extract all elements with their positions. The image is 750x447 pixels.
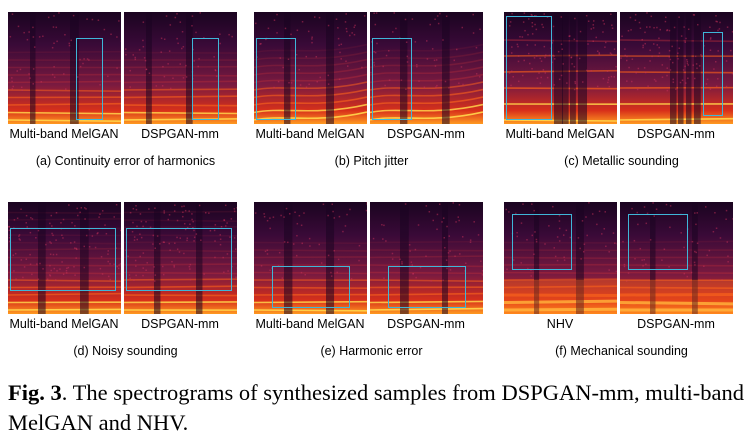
highlight-box: [512, 214, 572, 270]
spectrogram-a-right: [124, 12, 237, 124]
highlight-box: [703, 32, 723, 116]
subfigure-caption: (b) Pitch jitter: [334, 154, 409, 168]
spectrogram-b-left: [254, 12, 367, 124]
panel-d: Multi-band MelGAN DSPGAN-mm (d) Noisy so…: [8, 202, 243, 372]
highlight-box: [628, 214, 688, 270]
spectrogram-label: DSPGAN-mm: [637, 317, 715, 331]
spectrogram-label: NHV: [546, 317, 574, 331]
subfigure-caption: (e) Harmonic error: [320, 344, 423, 358]
panel-f: NHV DSPGAN-mm (f) Mechanical sounding: [504, 202, 739, 372]
spectrogram-c-right: [620, 12, 733, 124]
spectrogram-label: Multi-band MelGAN: [255, 127, 365, 141]
highlight-box: [272, 266, 350, 308]
spectrogram-d-left: [8, 202, 121, 314]
spectrogram-b-right: [370, 12, 483, 124]
spectrogram-label: Multi-band MelGAN: [9, 317, 119, 331]
spectrogram-label: DSPGAN-mm: [141, 127, 219, 141]
spectrogram-label: DSPGAN-mm: [141, 317, 219, 331]
spectrogram-label: DSPGAN-mm: [637, 127, 715, 141]
spectrogram-f-left: [504, 202, 617, 314]
subfigure-caption: (d) Noisy sounding: [73, 344, 178, 358]
highlight-box: [372, 38, 412, 120]
subfigure-caption: (f) Mechanical sounding: [555, 344, 688, 358]
spectrogram-e-left: [254, 202, 367, 314]
panel-a: Multi-band MelGAN DSPGAN-mm (a) Continui…: [8, 12, 243, 182]
panel-b: Multi-band MelGAN DSPGAN-mm (b) Pitch ji…: [254, 12, 489, 182]
spectrogram-label: Multi-band MelGAN: [255, 317, 365, 331]
highlight-box: [506, 16, 552, 120]
spectrogram-label: DSPGAN-mm: [387, 317, 465, 331]
caption-text: . The spectrograms of synthesized sample…: [8, 380, 744, 435]
highlight-box: [126, 228, 232, 291]
spectrogram-c-left: [504, 12, 617, 124]
highlight-box: [10, 228, 116, 291]
highlight-box: [192, 38, 219, 120]
subfigure-caption: (c) Metallic sounding: [564, 154, 679, 168]
spectrogram-f-right: [620, 202, 733, 314]
figure-caption: Fig. 3. The spectrograms of synthesized …: [8, 378, 744, 438]
highlight-box: [256, 38, 296, 120]
spectrogram-d-right: [124, 202, 237, 314]
subfigure-caption: (a) Continuity error of harmonics: [35, 154, 216, 168]
spectrogram-label: DSPGAN-mm: [387, 127, 465, 141]
highlight-box: [388, 266, 466, 308]
spectrogram-label: Multi-band MelGAN: [505, 127, 615, 141]
spectrogram-e-right: [370, 202, 483, 314]
panel-c: Multi-band MelGAN DSPGAN-mm (c) Metallic…: [504, 12, 739, 182]
spectrogram-label: Multi-band MelGAN: [9, 127, 119, 141]
figure-number: Fig. 3: [8, 380, 62, 405]
spectrogram-a-left: [8, 12, 121, 124]
highlight-box: [76, 38, 103, 120]
panel-e: Multi-band MelGAN DSPGAN-mm (e) Harmonic…: [254, 202, 489, 372]
